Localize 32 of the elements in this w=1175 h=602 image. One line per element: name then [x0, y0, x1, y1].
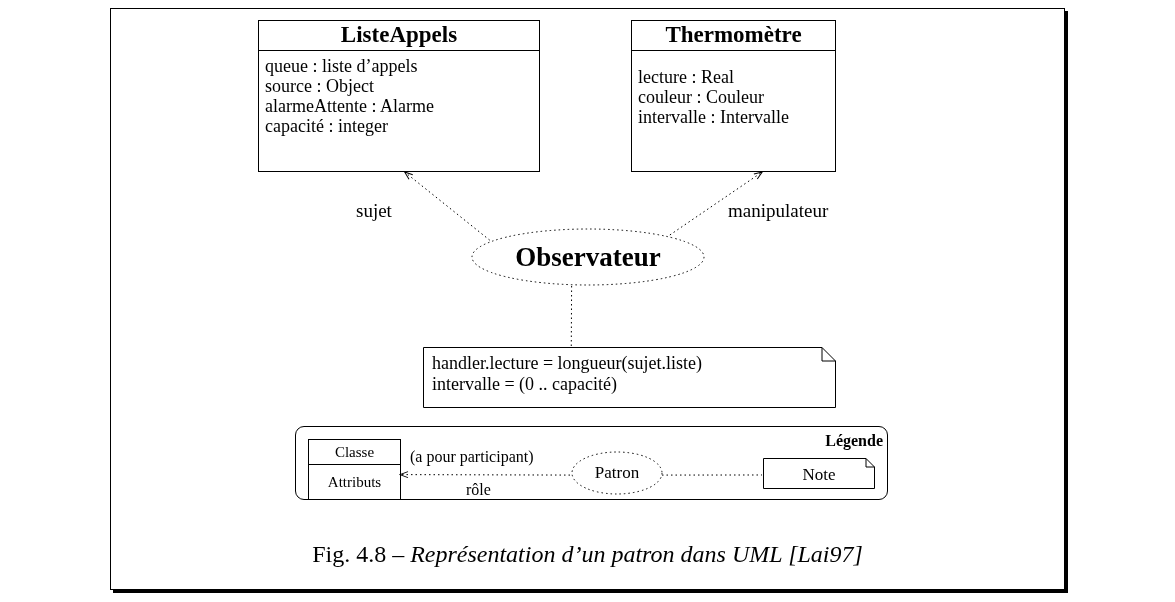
attribute-text: intervalle : Intervalle	[638, 107, 790, 127]
dotted-line	[661, 474, 763, 476]
note-text: Note	[802, 464, 836, 487]
class-name: Thermomètre	[632, 21, 835, 51]
attribute-text: Attributs	[326, 473, 383, 492]
attribute-text: lecture : Real	[638, 67, 735, 87]
dotted-arrow	[404, 171, 491, 241]
class-name: Classe	[309, 440, 400, 465]
class-box	[631, 20, 836, 172]
dotted-line	[570, 285, 573, 348]
class-box	[258, 20, 540, 172]
note-box	[763, 458, 875, 489]
class-name: ListeAppels	[259, 21, 539, 51]
attribute-text: alarmeAttente : Alarme	[265, 96, 435, 116]
attribute-text: source : Object	[265, 76, 375, 96]
figure-caption: Fig. 4.8 – Représentation d’un patron dans UML [Lai97]	[311, 540, 864, 569]
legend-title: Légende	[825, 431, 883, 452]
dotted-arrow	[669, 171, 763, 236]
pattern-name: Observateur	[515, 240, 661, 274]
class-box	[308, 439, 401, 500]
legend-panel	[295, 426, 888, 500]
note-text: intervalle = (0 .. capacité)	[432, 374, 619, 395]
pattern-name: Patron	[594, 462, 640, 485]
dotted-arrow	[399, 471, 571, 479]
attribute-text: queue : liste d’appels	[265, 56, 419, 76]
pattern-ellipse	[471, 228, 705, 286]
note-text: handler.lecture = longueur(sujet.liste)	[432, 353, 704, 374]
attribute-text: couleur : Couleur	[638, 87, 765, 107]
note-box	[423, 347, 836, 408]
role-label: rôle	[466, 480, 491, 500]
attribute-text: capacité : integer	[265, 116, 389, 136]
pattern-ellipse	[571, 451, 663, 495]
